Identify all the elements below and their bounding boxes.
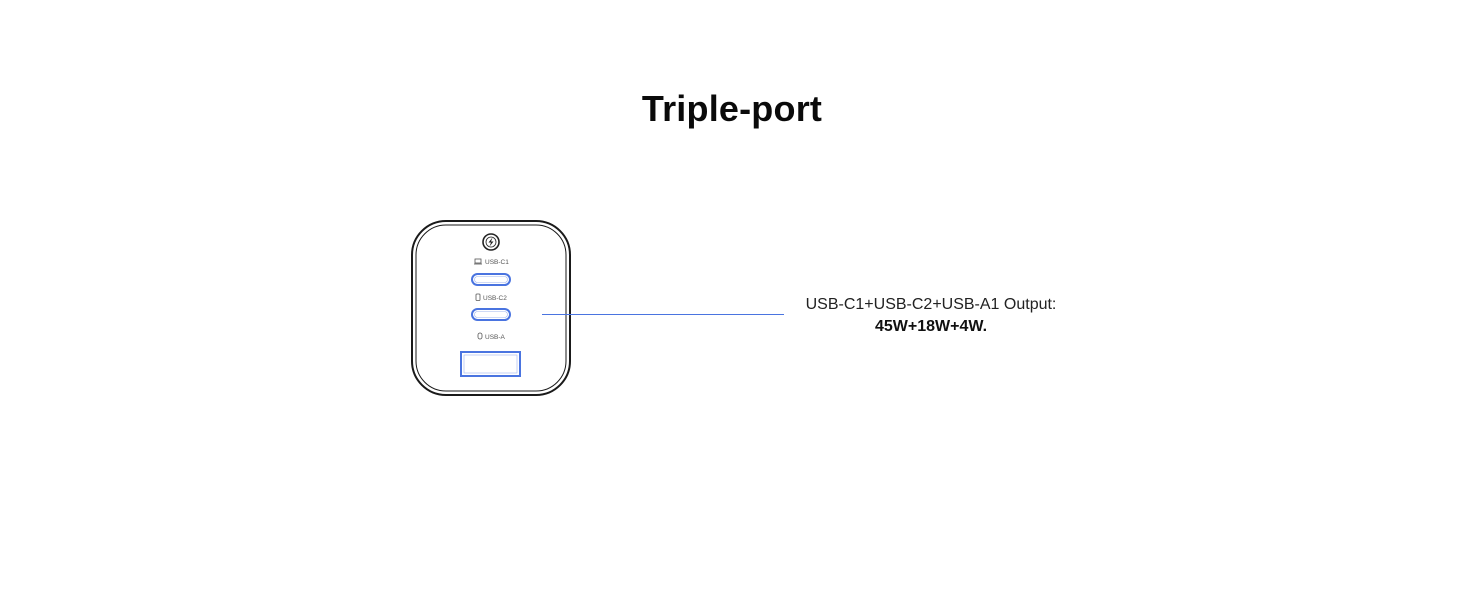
lightning-badge-icon: [482, 233, 500, 251]
phone-icon: [475, 293, 481, 301]
charger-body-outer: [411, 220, 571, 396]
callout-label: USB-C1+USB-C2+USB-A1 Output:: [805, 296, 1057, 313]
charger-illustration: USB-C1 USB-C2 USB-A: [411, 220, 571, 396]
callout-value: 45W+18W+4W.: [874, 318, 988, 335]
usb-a-port: [460, 351, 521, 377]
earbuds-icon: [477, 332, 483, 340]
port-label-usb-a: USB-A: [485, 334, 506, 341]
charger-body-inner: [415, 224, 567, 392]
laptop-icon: [474, 258, 482, 265]
port-label-usb-c1: USB-C1: [485, 259, 509, 266]
page-title: Triple-port: [641, 88, 823, 129]
callout: USB-C1+USB-C2+USB-A1 Output: 45W+18W+4W.: [790, 294, 1072, 338]
port-label-usb-c2: USB-C2: [483, 295, 507, 302]
usb-c2-port: [471, 308, 511, 321]
callout-line: [542, 314, 784, 315]
usb-c1-port: [471, 273, 511, 286]
